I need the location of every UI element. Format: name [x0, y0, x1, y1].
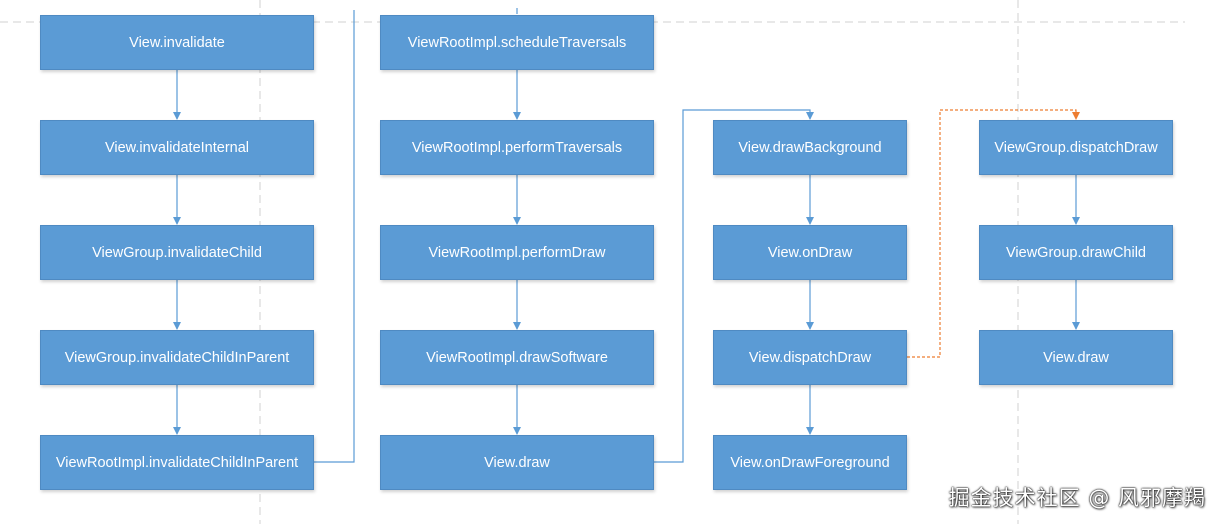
node-view-draw-2: View.draw	[979, 330, 1173, 385]
node-viewrootimpl-invalidate-child-in-parent: ViewRootImpl.invalidateChildInParent	[40, 435, 314, 490]
node-viewrootimpl-draw-software: ViewRootImpl.drawSoftware	[380, 330, 654, 385]
connector-col3-to-col4	[907, 109, 1080, 358]
node-label: View.onDraw	[767, 244, 853, 261]
node-view-on-draw-foreground: View.onDrawForeground	[713, 435, 907, 490]
watermark: 掘金技术社区 @ 风邪摩羯	[948, 486, 1206, 510]
node-label: ViewRootImpl.drawSoftware	[426, 349, 608, 366]
node-label: ViewRootImpl.scheduleTraversals	[407, 34, 627, 51]
node-label: View.drawBackground	[738, 139, 882, 156]
node-label: ViewGroup.drawChild	[1006, 244, 1146, 261]
connector-col1-to-col2	[314, 10, 355, 463]
node-label: ViewRootImpl.performDraw	[428, 244, 606, 261]
node-label: ViewGroup.dispatchDraw	[994, 139, 1158, 156]
node-label: ViewGroup.invalidateChild	[92, 244, 262, 261]
node-label: ViewRootImpl.performTraversals	[411, 139, 623, 156]
connector-col2-to-col3	[654, 109, 814, 463]
node-viewrootimpl-schedule-traversals: ViewRootImpl.scheduleTraversals	[380, 15, 654, 70]
node-label: View.invalidateInternal	[104, 139, 250, 156]
node-view-invalidate: View.invalidate	[40, 15, 314, 70]
node-label: View.onDrawForeground	[730, 454, 890, 471]
node-label: View.draw	[484, 454, 550, 471]
node-viewgroup-draw-child: ViewGroup.drawChild	[979, 225, 1173, 280]
node-viewgroup-invalidate-child: ViewGroup.invalidateChild	[40, 225, 314, 280]
node-viewrootimpl-perform-draw: ViewRootImpl.performDraw	[380, 225, 654, 280]
node-view-dispatch-draw: View.dispatchDraw	[713, 330, 907, 385]
node-viewgroup-invalidate-child-in-parent: ViewGroup.invalidateChildInParent	[40, 330, 314, 385]
node-label: View.draw	[1043, 349, 1109, 366]
node-view-on-draw: View.onDraw	[713, 225, 907, 280]
column-connectors	[314, 10, 1080, 463]
node-label: ViewRootImpl.invalidateChildInParent	[55, 454, 299, 471]
node-view-draw-background: View.drawBackground	[713, 120, 907, 175]
node-view-invalidate-internal: View.invalidateInternal	[40, 120, 314, 175]
node-label: View.dispatchDraw	[748, 349, 872, 366]
node-viewrootimpl-perform-traversals: ViewRootImpl.performTraversals	[380, 120, 654, 175]
node-label: ViewGroup.invalidateChildInParent	[64, 349, 290, 366]
node-label: View.invalidate	[129, 34, 225, 51]
node-view-draw-1: View.draw	[380, 435, 654, 490]
node-viewgroup-dispatch-draw: ViewGroup.dispatchDraw	[979, 120, 1173, 175]
